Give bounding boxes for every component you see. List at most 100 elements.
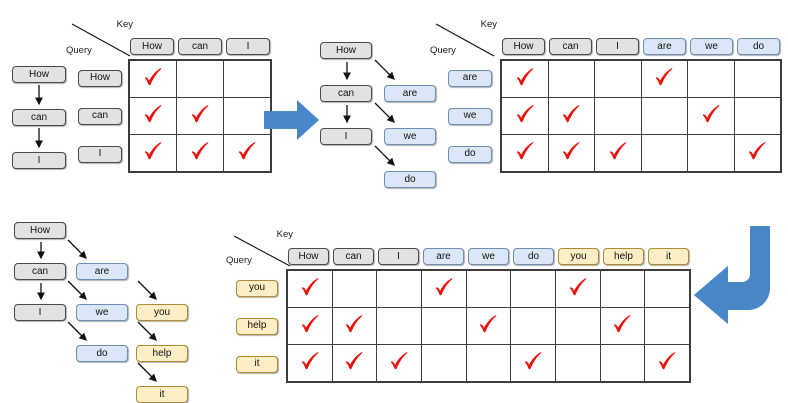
check-mark-icon (130, 96, 176, 132)
matrix-cell-checked[interactable] (176, 133, 224, 172)
arrow-right-icon (264, 98, 320, 142)
tree-node-you: you (136, 304, 188, 321)
input-chain-top-left: How can I (8, 66, 72, 170)
matrix-cell-checked[interactable] (644, 344, 690, 382)
matrix-cell-empty[interactable] (554, 344, 601, 382)
row-chip-are: are (448, 69, 492, 87)
matrix-cell-empty[interactable] (687, 134, 735, 172)
matrix-cell-empty[interactable] (331, 270, 378, 308)
matrix-cell-empty[interactable] (644, 307, 690, 345)
check-mark-icon (333, 306, 377, 342)
matrix-cell-checked[interactable] (640, 60, 688, 98)
matrix-cell-empty[interactable] (420, 344, 467, 382)
matrix-cell-empty[interactable] (376, 270, 422, 308)
check-mark-icon (601, 306, 645, 342)
matrix-cell-empty[interactable] (599, 270, 646, 308)
matrix-cell-empty[interactable] (640, 97, 688, 135)
column-header-cell: I (376, 248, 421, 265)
check-mark-icon (177, 133, 223, 169)
matrix-cell-empty[interactable] (510, 270, 556, 308)
matrix-cell-empty[interactable] (420, 307, 467, 345)
check-mark-icon (511, 343, 555, 379)
check-mark-icon (177, 96, 223, 132)
check-mark-icon (224, 133, 270, 169)
tree-node-do: do (76, 345, 128, 362)
column-chip-do: do (737, 38, 780, 55)
matrix-cell-empty[interactable] (547, 60, 595, 98)
column-chip-we: we (468, 248, 509, 265)
attention-matrix-step-3: Key Query How can I are we do you help i… (226, 228, 728, 390)
matrix-cell-checked[interactable] (331, 344, 378, 382)
matrix-cell-empty[interactable] (465, 344, 512, 382)
row-header-cell: we (446, 97, 494, 135)
row-chip-do: do (448, 145, 492, 163)
matrix-cell-empty[interactable] (510, 307, 556, 345)
matrix-cell-empty[interactable] (465, 270, 512, 308)
matrix-cell-checked[interactable] (129, 96, 177, 135)
column-chip-we: we (690, 38, 733, 55)
matrix-cell-checked[interactable] (287, 269, 333, 308)
matrix-cell-checked[interactable] (687, 97, 735, 135)
matrix-cell-checked[interactable] (331, 306, 378, 345)
column-chip-how: How (502, 38, 545, 55)
matrix-cell-empty[interactable] (640, 134, 688, 172)
row-chip-help: help (236, 317, 278, 335)
draft-tree-step-1: How can I are we do (318, 42, 440, 188)
check-mark-icon (130, 59, 176, 95)
matrix-cell-empty[interactable] (733, 97, 781, 135)
matrix-cell-empty[interactable] (554, 307, 601, 345)
matrix-cell-empty[interactable] (599, 344, 646, 382)
matrix-cell-checked[interactable] (510, 343, 556, 382)
column-header-cell: you (556, 248, 601, 265)
column-chip-help: help (603, 248, 644, 265)
matrix-cell-checked[interactable] (501, 134, 549, 172)
matrix-cell-checked[interactable] (547, 97, 595, 135)
tree-edges (343, 59, 395, 166)
matrix-cell-checked[interactable] (129, 134, 177, 172)
diagonal-divider-icon (435, 23, 495, 57)
matrix-cell-checked[interactable] (501, 96, 549, 135)
matrix-cell-checked[interactable] (420, 269, 467, 308)
column-header-cell: do (735, 38, 782, 55)
column-header-cell: are (421, 248, 466, 265)
matrix-cell-checked[interactable] (594, 134, 642, 172)
matrix-cell-checked[interactable] (501, 60, 549, 98)
matrix-cell-empty[interactable] (733, 60, 781, 98)
matrix-cell-checked[interactable] (733, 134, 781, 172)
matrix-cell-checked[interactable] (176, 96, 224, 135)
column-chip-can: can (333, 248, 374, 265)
matrix-grid-1 (128, 59, 272, 173)
matrix-cell-checked[interactable] (554, 270, 601, 308)
column-chip-i: I (226, 38, 270, 55)
matrix-cell-checked[interactable] (547, 134, 595, 172)
matrix-cell-empty[interactable] (594, 97, 642, 135)
matrix-cell-checked[interactable] (223, 133, 271, 172)
check-mark-icon (288, 306, 332, 342)
check-mark-icon (288, 269, 332, 305)
matrix-cell-checked[interactable] (287, 343, 333, 382)
matrix-cell-checked[interactable] (599, 306, 646, 345)
matrix-cell-empty[interactable] (594, 60, 642, 98)
attention-matrix-step-1: Key Query How can I How can I (66, 18, 272, 178)
matrix-cell-checked[interactable] (376, 344, 422, 382)
check-mark-icon (502, 96, 548, 132)
column-chip-do: do (513, 248, 554, 265)
matrix-cell-empty[interactable] (176, 60, 224, 98)
matrix-cell-checked[interactable] (465, 307, 512, 345)
matrix-cell-empty[interactable] (644, 270, 690, 308)
matrix-cell-empty[interactable] (376, 307, 422, 345)
column-header-cell: help (601, 248, 646, 265)
row-chip-how: How (78, 69, 122, 87)
matrix-cell-checked[interactable] (287, 306, 333, 345)
check-mark-icon (422, 269, 466, 305)
matrix-row (129, 133, 271, 172)
tree-node-how: How (320, 42, 372, 59)
matrix-cell-checked[interactable] (129, 59, 177, 98)
matrix-cell-empty[interactable] (687, 60, 735, 98)
column-header-cell: How (128, 38, 176, 55)
check-mark-icon (288, 343, 332, 379)
diagonal-divider-icon (233, 235, 291, 267)
column-header-row-1: How can I (128, 38, 272, 55)
matrix-cell-empty[interactable] (223, 60, 271, 98)
column-chip-can: can (178, 38, 222, 55)
